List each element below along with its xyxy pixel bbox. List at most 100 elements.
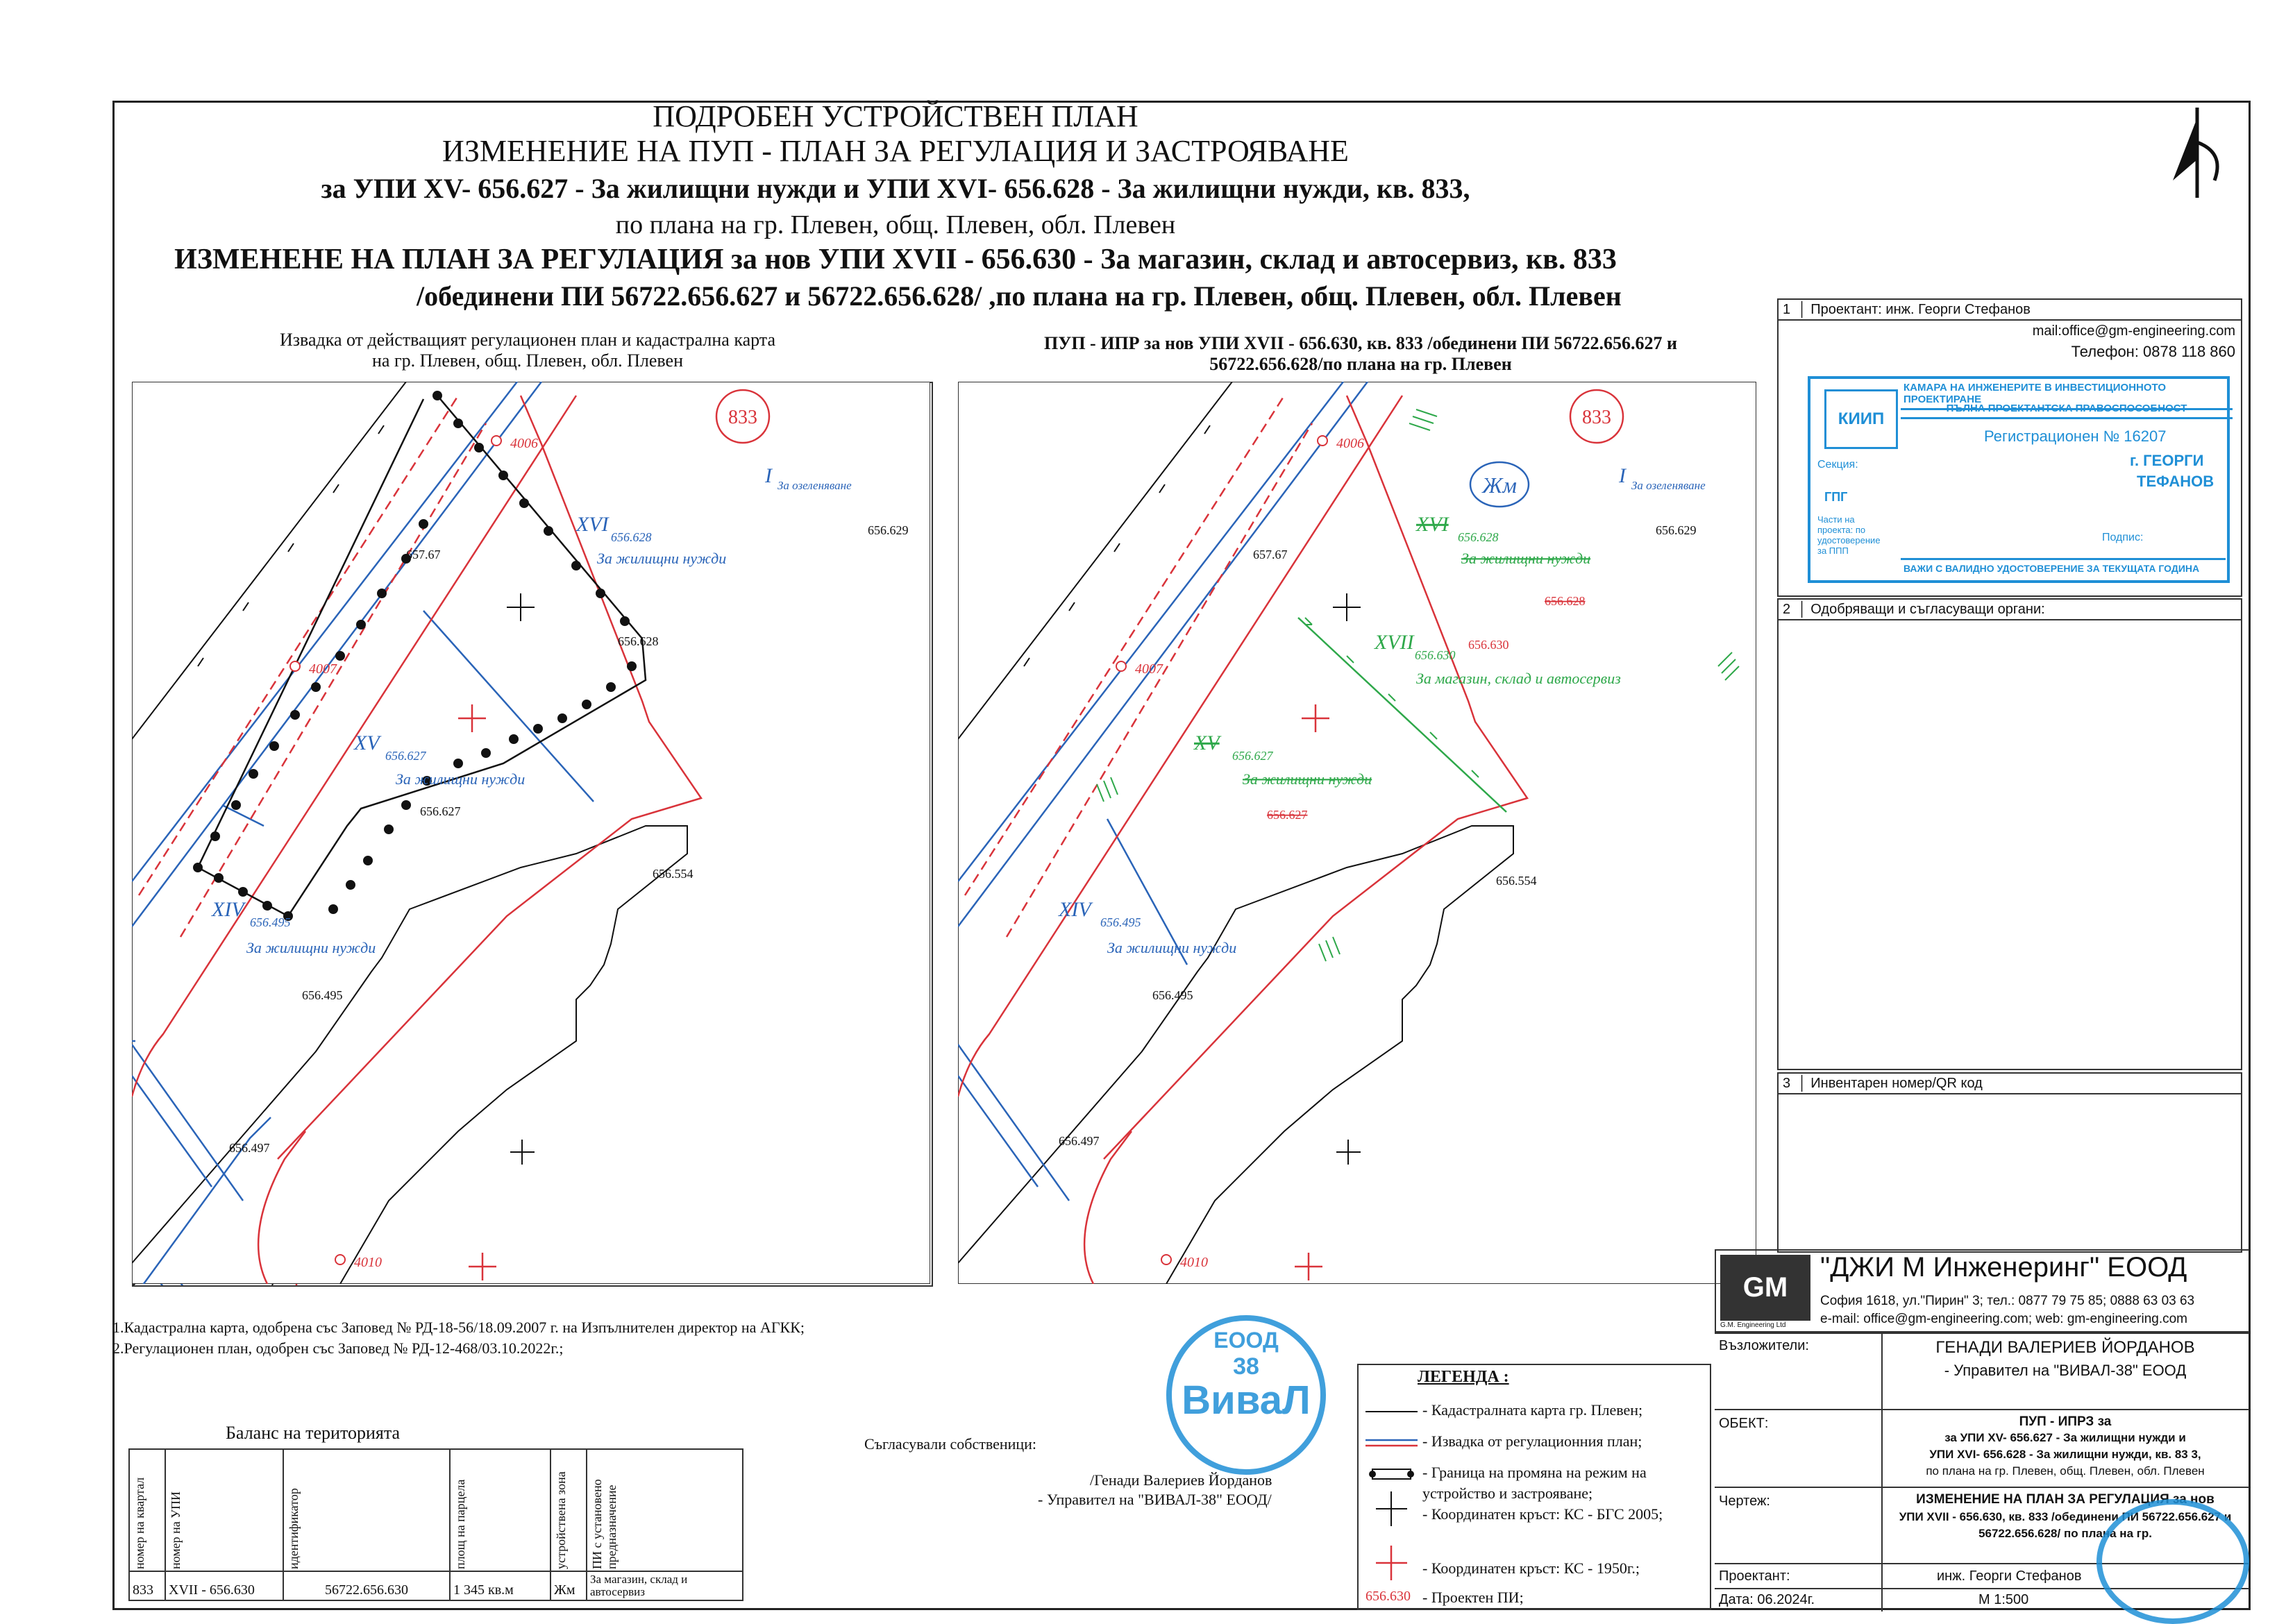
parcel-65767-right: 657.67 — [1253, 548, 1288, 561]
designer-name: инж. Георги Стефанов — [1937, 1568, 2082, 1584]
bal-purpose: За магазин, склад и автосервиз — [586, 1571, 743, 1601]
parcel-656627: 656.627 — [420, 804, 461, 818]
parcel-656627-right: 656.627 — [1267, 808, 1308, 822]
company-block: GM G.M. Engineering Ltd "ДЖИ М Инженерин… — [1715, 1249, 2249, 1333]
notes: 1.Кадастрална карта, одобрена със Запове… — [112, 1317, 805, 1359]
legend-row-boundary-2: устройство и застрояване; — [1365, 1485, 1709, 1505]
bal-upi: XVII - 656.630 — [165, 1571, 284, 1601]
box1-phone: Телефон: 0878 118 860 — [2071, 343, 2235, 360]
balance-table: номер на квартал номер на УПИ идентифика… — [128, 1448, 743, 1601]
legend-item-regulation: - Извадка от регулационния план; — [1422, 1432, 1642, 1450]
bal-zone: Жм — [550, 1571, 587, 1601]
parcel-656629: 656.629 — [868, 523, 909, 537]
inventory-box: 3 │ Инвентарен номер/QR код — [1777, 1072, 2242, 1253]
point-4007: 4007 — [309, 661, 337, 677]
bal-id: 56722.656.630 — [283, 1571, 451, 1601]
drawing-label: Чертеж: — [1719, 1494, 1770, 1509]
stamp-name-1: г. ГЕОРГИ — [2130, 452, 2204, 469]
upi-xvii-id: 656.630 — [1415, 648, 1456, 662]
legend-item-boundary: - Граница на промяна на режим на — [1422, 1464, 1647, 1481]
legend-item-cadastre: - Кадастралната карта гр. Плевен; — [1422, 1401, 1643, 1419]
scale: М 1:500 — [1978, 1592, 2029, 1607]
upi-i-use: За озеленяване — [778, 479, 852, 492]
upi-xv: XV — [353, 731, 382, 754]
stamp-capacity: ПЪЛНА ПРОЕКТАНТСКА ПРАВОСПОСОБНОСТ — [1901, 400, 2233, 419]
date-row: Дата: 06.2024г. М 1:500 — [1715, 1588, 2249, 1612]
legend-row-cross-1950: - Координатен кръст: КС - 1950г.; — [1365, 1546, 1709, 1580]
object-line-2: за УПИ XV- 656.627 - За жилищни нужди и — [1944, 1431, 2186, 1444]
upi-i-right: I — [1618, 464, 1627, 487]
designer-label: Проектант: — [1719, 1568, 1790, 1584]
owners-label: Съгласували собственици: — [864, 1435, 1037, 1453]
zone-label: Жм — [1481, 473, 1517, 498]
bal-h-zone: устройствена зона — [554, 1471, 568, 1569]
parcel-656628-right: 656.628 — [1545, 594, 1586, 608]
drawing-frame — [112, 101, 2251, 1610]
upi-xvi-id-right: 656.628 — [1458, 530, 1499, 544]
title-line-6: /обединени ПИ 56722.656.627 и 56722.656.… — [417, 280, 1622, 312]
upi-xvi-use-right: За жилищни нужди — [1461, 550, 1590, 567]
right-map-caption: ПУП - ИПР за нов УПИ XVII - 656.630, кв.… — [958, 333, 1763, 375]
point-4006: 4006 — [510, 436, 538, 451]
company-address: София 1618, ул."Пирин" 3; тел.: 0877 79 … — [1820, 1294, 2195, 1308]
upi-xv-id-right: 656.627 — [1232, 749, 1274, 763]
designer-box: 1 │ Проектант: инж. Георги Стефанов mail… — [1777, 298, 2242, 597]
left-caption-line-1: Извадка от действащият регулационен план… — [279, 330, 775, 350]
legend-item-project: - Проектен ПИ; — [1422, 1589, 1524, 1606]
upi-xv-use-right: За жилищни нужди — [1243, 770, 1372, 788]
upi-xvii-red-id: 656.630 — [1468, 638, 1509, 652]
legend-row-cross-bgs: - Координатен кръст: КС - БГС 2005; — [1365, 1491, 1709, 1526]
upi-xv-use: За жилищни нужди — [396, 770, 525, 788]
upi-xvi: XVI — [575, 513, 610, 536]
bal-h-block: номер на квартал — [133, 1477, 146, 1569]
vival-stamp: ЕООД 38 ВиваЛ — [1166, 1315, 1326, 1475]
company-logo-sub: G.M. Engineering Ltd — [1720, 1321, 1786, 1329]
title-line-5: ИЗМЕНЕНЕ НА ПЛАН ЗА РЕГУЛАЦИЯ за нов УПИ… — [174, 244, 1617, 276]
title-line-4: по плана на гр. Плевен, общ. Плевен, обл… — [615, 210, 1176, 239]
object-line-4: по плана на гр. Плевен, общ. Плевен, обл… — [1926, 1464, 2205, 1478]
legend-sample: 656.630 — [1365, 1589, 1411, 1604]
coord-cross-bgs — [507, 593, 535, 1165]
drawing-line-1: ИЗМЕНЕНИЕ НА ПЛАН ЗА РЕГУЛАЦИЯ за нов — [1916, 1492, 2214, 1507]
upi-xvi-right: XVI — [1415, 513, 1450, 536]
parcel-656554: 656.554 — [653, 867, 694, 881]
bal-h-id: идентификатор — [287, 1488, 301, 1569]
company-name: "ДЖИ М Инженеринг" ЕООД — [1820, 1252, 2187, 1283]
stamp-eood: ЕООД — [1213, 1328, 1279, 1353]
stamp-registration: Регистрационен № 16207 — [1984, 428, 2167, 445]
approvals-box-header: 2 │ Одобряващи и съгласуващи органи: — [1779, 600, 2241, 620]
inventory-box-header: 3 │ Инвентарен номер/QR код — [1779, 1074, 2241, 1094]
upi-xvii-use: За магазин, склад и автосервиз — [1416, 670, 1621, 687]
bal-h-upi: номер на УПИ — [169, 1491, 183, 1569]
legend-row-boundary: - Граница на промяна на режим на — [1365, 1464, 1709, 1485]
client-role: - Управител на "ВИВАЛ-38" ЕООД — [1944, 1362, 2187, 1379]
client-row: Възложители: ГЕНАДИ ВАЛЕРИЕВ ЙОРДАНОВ - … — [1715, 1333, 2249, 1409]
legend-row-cadastre: - Кадастралната карта гр. Плевен; — [1365, 1401, 1709, 1422]
stamp-sign: Подпис: — [2102, 532, 2144, 543]
point-4010-right: 4010 — [1180, 1255, 1208, 1270]
kiip-stamp: КАМАРА НА ИНЖЕНЕРИТЕ В ИНВЕСТИЦИОННОТО П… — [1808, 376, 2233, 583]
company-web: e-mail: office@gm-engineering.com; web: … — [1820, 1312, 2188, 1326]
boundary-dots — [193, 391, 637, 921]
round-stamp-right — [2096, 1499, 2249, 1624]
box1-mail: mail:office@gm-engineering.com — [2032, 323, 2235, 339]
parcel-656629-right: 656.629 — [1656, 523, 1697, 537]
upi-xiv: XIV — [211, 898, 246, 921]
box2-label: Одобряващи и съгласуващи органи: — [1810, 602, 2045, 617]
coord-cross-1950 — [458, 704, 496, 1280]
stamp-parts: Части на проекта: по удостоверение за ПП… — [1817, 514, 1881, 556]
box1-num: 1 — [1783, 302, 1791, 317]
date: Дата: 06.2024г. — [1719, 1592, 1815, 1607]
upi-xvi-use: За жилищни нужди — [597, 550, 726, 567]
right-caption-line-1: ПУП - ИПР за нов УПИ XVII - 656.630, кв.… — [1044, 333, 1677, 353]
bal-h-area: площ на парцела — [453, 1479, 467, 1569]
stamp-logo: КИИП — [1824, 389, 1898, 449]
right-caption-line-2: 56722.656.628/по плана на гр. Плевен — [1209, 354, 1512, 374]
parcel-656497-right: 656.497 — [1059, 1134, 1100, 1148]
parcel-65767: 657.67 — [406, 548, 441, 561]
left-map-drawing: 833 4006 4007 4010 I За озеленяване 656.… — [132, 382, 930, 1284]
parcel-656495: 656.495 — [302, 988, 343, 1002]
note-2: 2.Регулационен план, одобрен със Заповед… — [112, 1339, 564, 1357]
upi-xiv-id-right: 656.495 — [1100, 915, 1141, 929]
upi-xv-id: 656.627 — [385, 749, 427, 763]
